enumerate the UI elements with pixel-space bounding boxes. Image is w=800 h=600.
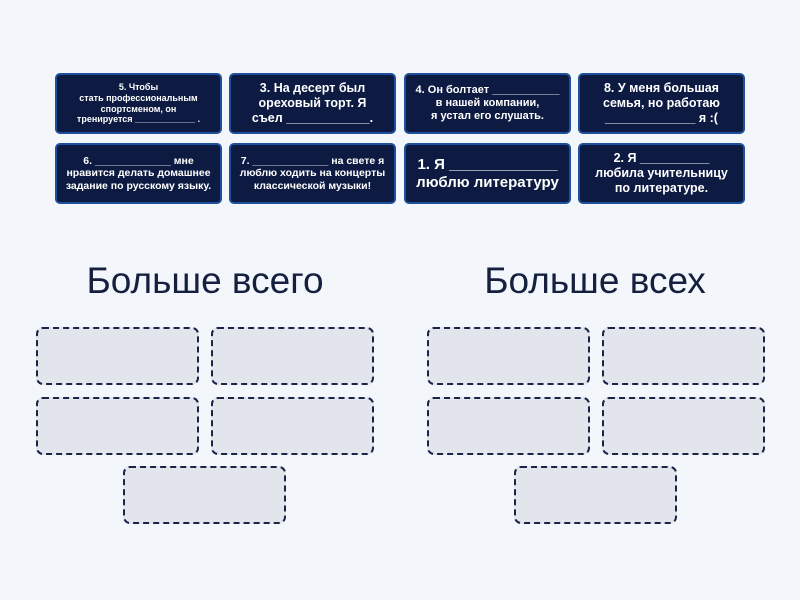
group-title-bolshe-vseh: Больше всех bbox=[484, 260, 706, 301]
answer-card-6[interactable]: 6. _____________ мне нравится делать дом… bbox=[55, 143, 222, 204]
drop-zone[interactable] bbox=[602, 327, 765, 385]
drop-zone[interactable] bbox=[211, 397, 374, 455]
drop-zone[interactable] bbox=[123, 466, 286, 524]
answer-card-1[interactable]: 1. Я _____________ люблю литературу bbox=[404, 143, 571, 204]
drop-zone[interactable] bbox=[602, 397, 765, 455]
answer-card-5[interactable]: 5. Чтобы стать профессиональным спортсме… bbox=[55, 73, 222, 134]
drop-zone[interactable] bbox=[36, 397, 199, 455]
answer-card-7[interactable]: 7. _____________ на свете я люблю ходить… bbox=[229, 143, 396, 204]
answer-card-4[interactable]: 4. Он болтает ___________ в нашей компан… bbox=[404, 73, 571, 134]
drop-zone[interactable] bbox=[427, 397, 590, 455]
answer-card-3[interactable]: 3. На десерт был ореховый торт. Я съел _… bbox=[229, 73, 396, 134]
answer-card-2[interactable]: 2. Я __________ любила учительницу по ли… bbox=[578, 143, 745, 204]
drop-zone[interactable] bbox=[514, 466, 677, 524]
drop-zone[interactable] bbox=[211, 327, 374, 385]
group-title-bolshe-vsego: Больше всего bbox=[86, 260, 324, 301]
drop-zone[interactable] bbox=[427, 327, 590, 385]
drop-zone[interactable] bbox=[36, 327, 199, 385]
answer-card-8[interactable]: 8. У меня большая семья, но работаю ____… bbox=[578, 73, 745, 134]
